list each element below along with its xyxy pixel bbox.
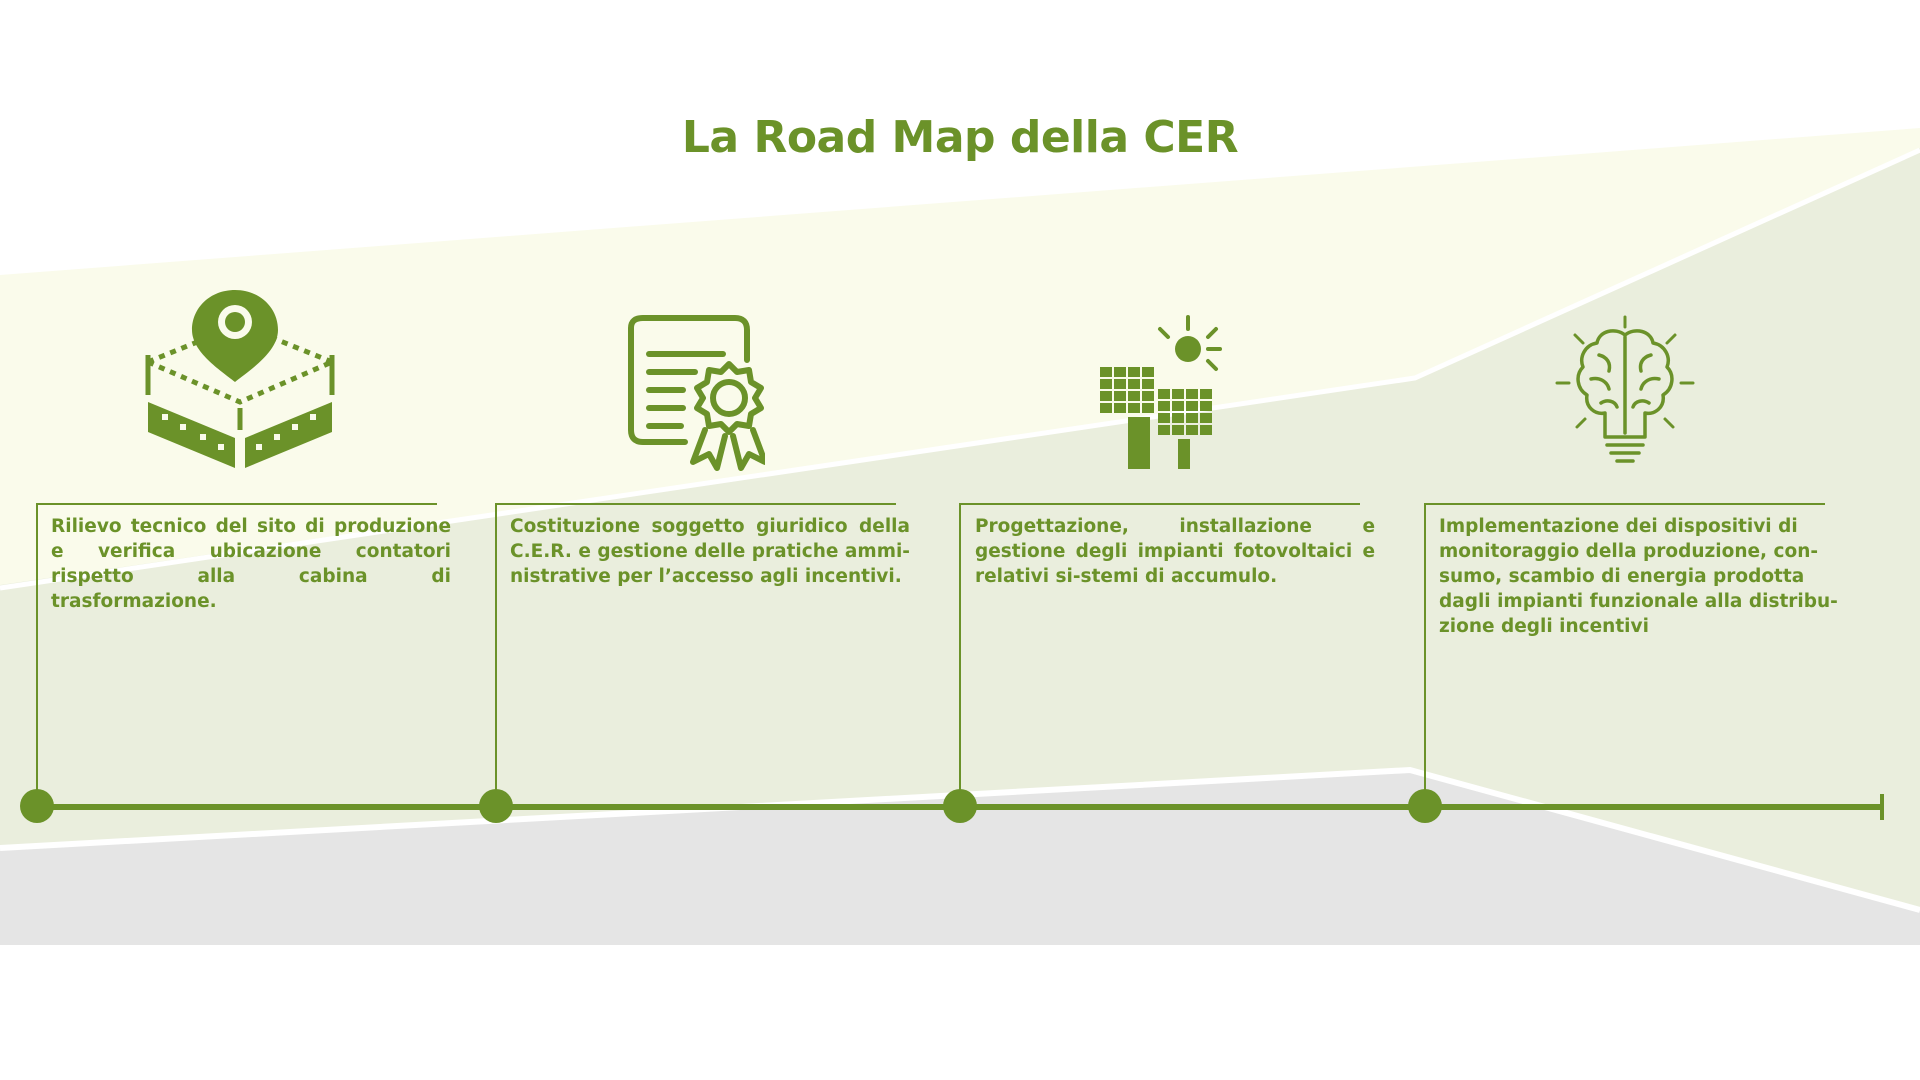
step-4-dot [1408,789,1442,823]
step-3-text: Progettazione, installazione e gestione … [975,516,1375,587]
step-4-text: Implementazione dei dispositivi di monit… [1439,516,1838,637]
white-lower-line [0,766,1920,913]
step-2-connector [495,503,896,807]
white-diagonal [0,147,1920,591]
step-1-dot [20,789,54,823]
step-2-text: Costituzione soggetto giuridico della C.… [510,516,910,587]
step-1-text: Rilievo tecnico del sito di produzione e… [51,516,451,612]
solar-panel-icon [1100,315,1222,469]
step-3-connector [959,503,1360,807]
brain-lightbulb-icon [1555,315,1695,463]
step-1-connector [36,503,437,807]
page-title: La Road Map della CER [681,112,1239,163]
map-pin-terrain-icon [145,290,335,468]
step-3-dot [943,789,977,823]
certificate-icon [628,315,765,471]
step-4-connector [1424,503,1825,807]
step-2-dot [479,789,513,823]
